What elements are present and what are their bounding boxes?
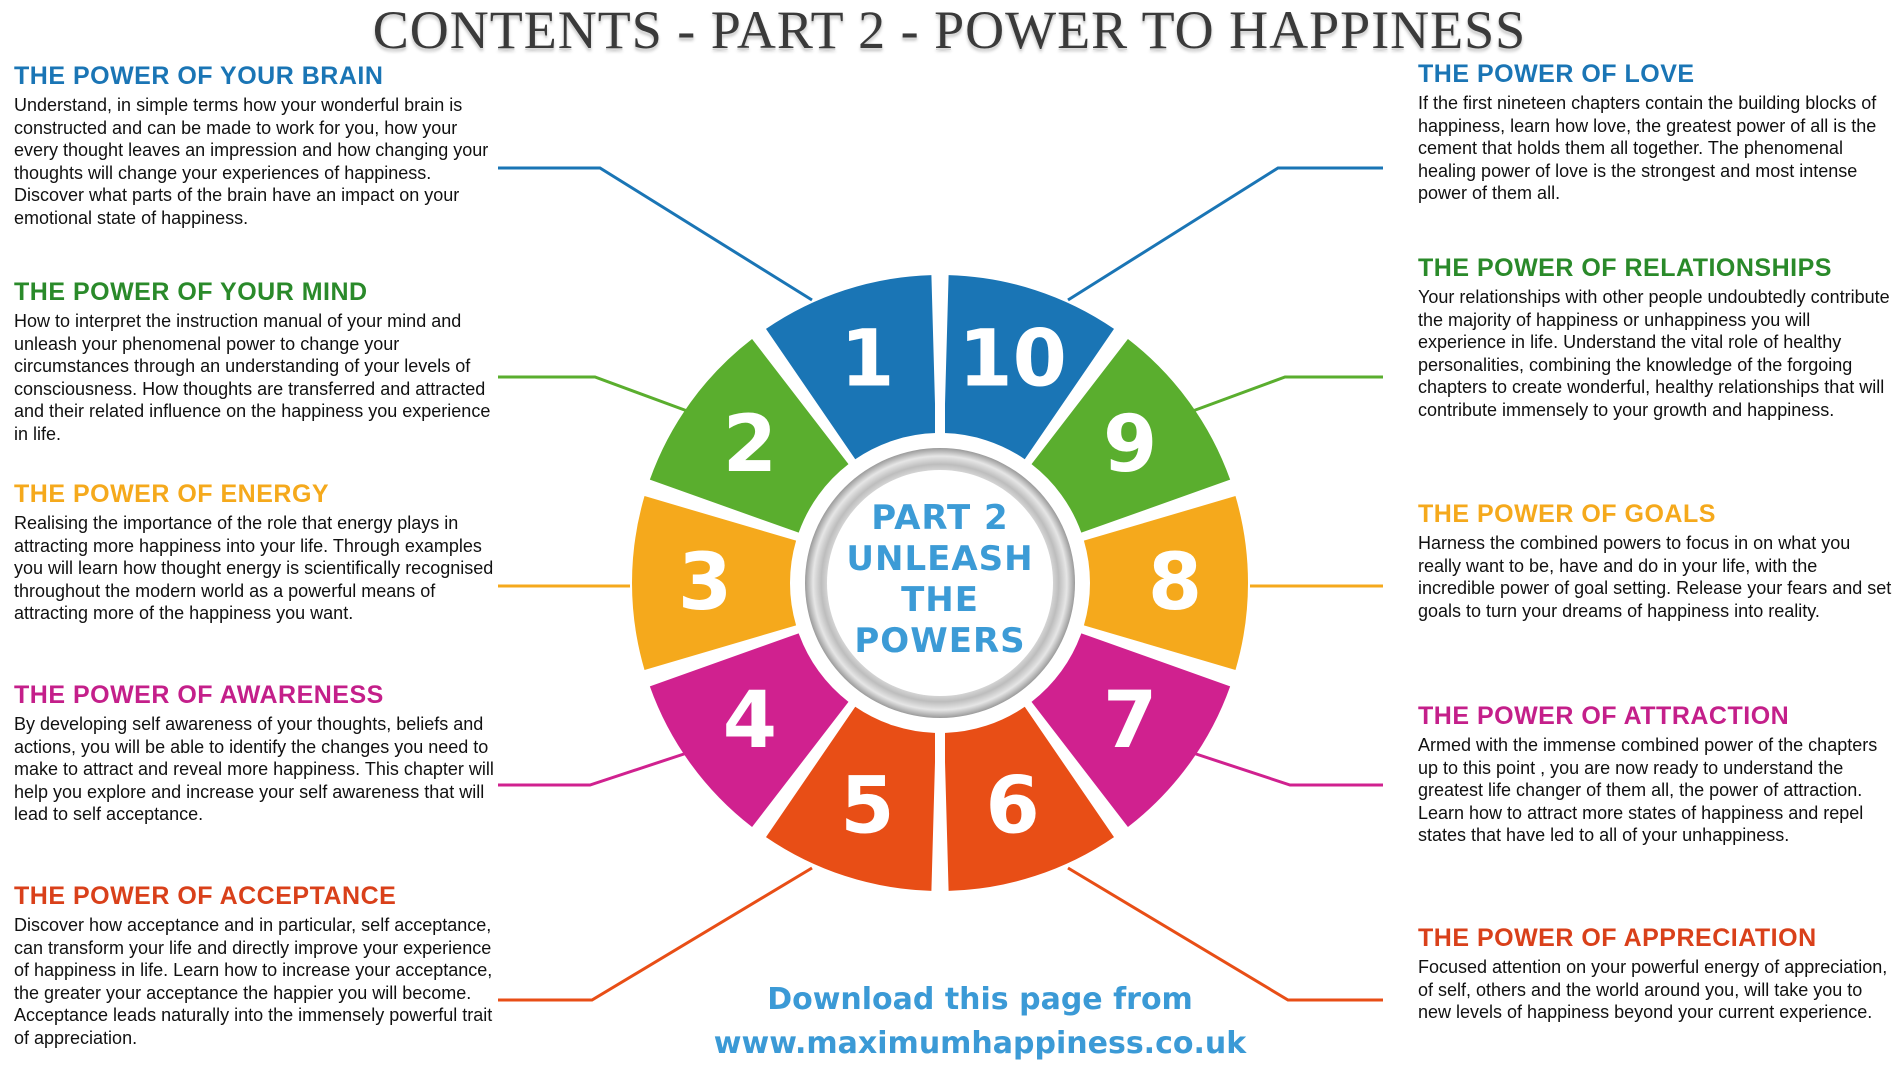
- section-power-of-relationships: THE POWER OF RELATIONSHIPS Your relation…: [1418, 254, 1893, 421]
- wheel-number-3: 3: [678, 538, 732, 628]
- wheel-number-4: 4: [723, 676, 777, 766]
- wheel-segment-10: [944, 275, 1115, 460]
- connector-line-2: [498, 375, 691, 414]
- center-line: PART 2: [871, 498, 1009, 538]
- download-text: Download this page from: [767, 982, 1193, 1017]
- wheel-number-8: 8: [1148, 538, 1202, 628]
- center-line: POWERS: [854, 621, 1026, 661]
- section-text: Realising the importance of the role tha…: [14, 513, 494, 623]
- section-power-of-acceptance: THE POWER OF ACCEPTANCE Discover how acc…: [14, 882, 494, 1049]
- section-text: Discover how acceptance and in particula…: [14, 915, 493, 1048]
- connector-line-4: [498, 750, 691, 787]
- connector-lines: [498, 166, 1383, 1002]
- connector-line-10: [1067, 166, 1383, 302]
- section-text: Harness the combined powers to focus in …: [1418, 533, 1892, 621]
- section-heading: THE POWER OF ENERGY: [14, 480, 330, 508]
- section-heading: THE POWER OF APPRECIATION: [1418, 924, 1817, 952]
- download-url[interactable]: www.maximumhappiness.co.uk: [713, 1026, 1247, 1061]
- download-notice: Download this page from www.maximumhappi…: [690, 978, 1270, 1066]
- wheel-number-10: 10: [958, 315, 1067, 405]
- section-heading: THE POWER OF ATTRACTION: [1418, 702, 1790, 730]
- wheel-number-1: 1: [840, 315, 894, 405]
- wheel-segment-7: [1031, 633, 1231, 828]
- connector-line-6: [1067, 866, 1383, 1002]
- wheel-number-7: 7: [1103, 676, 1157, 766]
- center-line: THE: [901, 580, 979, 620]
- section-power-of-appreciation: THE POWER OF APPRECIATION Focused attent…: [1418, 924, 1893, 1024]
- section-text: How to interpret the instruction manual …: [14, 311, 491, 444]
- section-power-of-goals: THE POWER OF GOALS Harness the combined …: [1418, 500, 1893, 622]
- section-heading: THE POWER OF YOUR MIND: [14, 278, 368, 306]
- section-heading: THE POWER OF AWARENESS: [14, 681, 384, 709]
- wheel-number-5: 5: [840, 761, 894, 851]
- section-text: Armed with the immense combined power of…: [1418, 735, 1878, 845]
- wheel-segment-6: [944, 706, 1115, 891]
- section-power-of-awareness: THE POWER OF AWARENESS By developing sel…: [14, 681, 494, 826]
- section-power-of-mind: THE POWER OF YOUR MIND How to interpret …: [14, 278, 494, 445]
- section-power-of-love: THE POWER OF LOVE If the first nineteen …: [1418, 60, 1893, 205]
- center-disc: [827, 470, 1053, 696]
- wheel-segments: [632, 271, 1248, 895]
- section-text: Focused attention on your powerful energ…: [1418, 957, 1888, 1022]
- wheel-segment-8: [1083, 496, 1248, 670]
- section-text: By developing self awareness of your tho…: [14, 714, 494, 824]
- connector-line-1: [498, 166, 813, 302]
- wheel-segment-2: [649, 338, 849, 533]
- connector-line-7: [1189, 750, 1383, 787]
- wheel-number-2: 2: [723, 400, 777, 490]
- section-heading: THE POWER OF GOALS: [1418, 500, 1716, 528]
- wheel-segment-9: [1031, 338, 1231, 533]
- section-heading: THE POWER OF YOUR BRAIN: [14, 62, 384, 90]
- section-text: Your relationships with other people und…: [1418, 287, 1890, 420]
- wheel-segment-1: [765, 275, 936, 460]
- section-text: If the first nineteen chapters contain t…: [1418, 93, 1877, 203]
- wheel-segment-4: [649, 633, 849, 828]
- wheel-segment-3: [632, 496, 797, 670]
- wheel-segment-5: [765, 706, 936, 891]
- section-text: Understand, in simple terms how your won…: [14, 95, 489, 228]
- page-title: CONTENTS - PART 2 - POWER TO HAPPINESS: [372, 0, 1527, 60]
- section-power-of-energy: THE POWER OF ENERGY Realising the import…: [14, 480, 494, 625]
- center-label: PART 2 UNLEASH THE POWERS: [812, 498, 1068, 662]
- wheel-number-6: 6: [985, 761, 1039, 851]
- connector-line-5: [498, 866, 813, 1002]
- section-power-of-attraction: THE POWER OF ATTRACTION Armed with the i…: [1418, 702, 1893, 847]
- section-heading: THE POWER OF ACCEPTANCE: [14, 882, 397, 910]
- center-line: UNLEASH: [846, 539, 1034, 579]
- section-heading: THE POWER OF RELATIONSHIPS: [1418, 254, 1832, 282]
- section-heading: THE POWER OF LOVE: [1418, 60, 1695, 88]
- section-power-of-brain: THE POWER OF YOUR BRAIN Understand, in s…: [14, 62, 494, 229]
- connector-line-9: [1189, 375, 1383, 414]
- wheel-number-9: 9: [1103, 400, 1157, 490]
